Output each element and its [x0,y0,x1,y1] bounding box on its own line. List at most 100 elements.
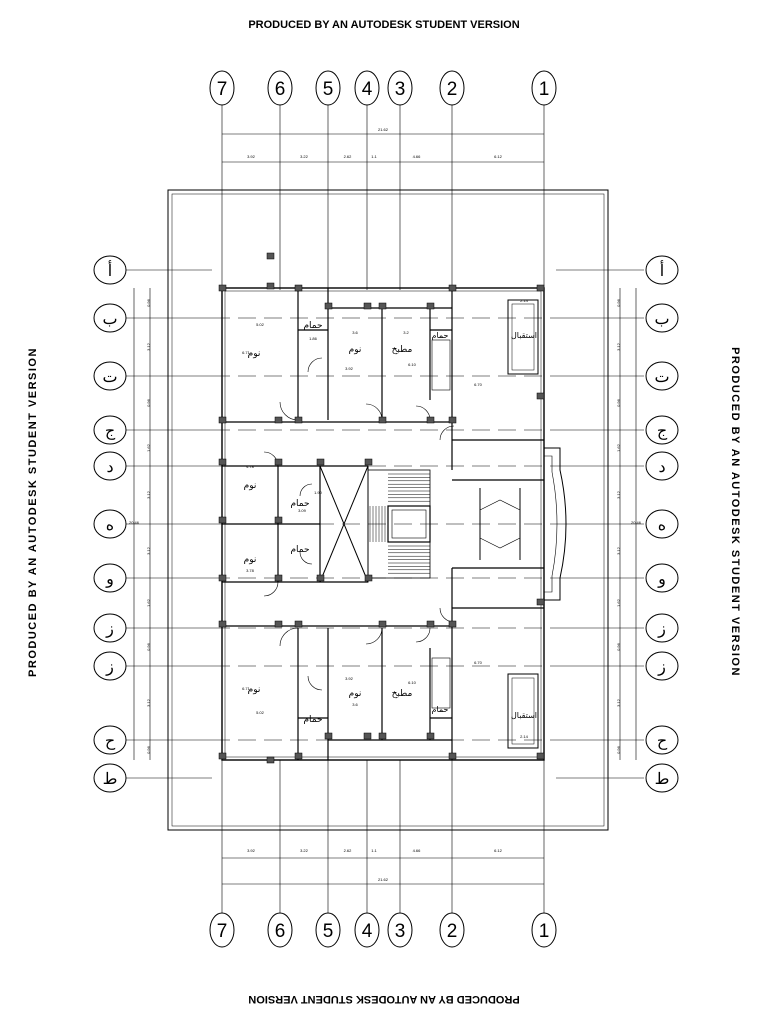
side-dimension: 0.96 [146,745,151,754]
room-label-bathroom-4: حمام [290,545,309,555]
mid-marker-left: 20.46 [129,520,140,525]
column-axis-label: 5 [323,79,334,100]
side-dimensions-left: 0.963.120.961.623.123.121.620.963.120.96 [146,298,151,754]
row-axis-bubble: ج [93,415,127,445]
side-dimension: 1.62 [616,443,621,452]
row-axis-bubble: و [645,563,679,593]
structural-column [448,620,457,628]
side-dimension: 3.12 [146,546,151,555]
row-axis-bubble: أ [645,255,679,285]
total-dimension-bottom: 21.62 [378,877,389,882]
structural-column [324,732,333,740]
segment-dimension: 2.62 [344,154,353,159]
room-label-reception-1: استقبال [511,331,537,340]
reception-niches [431,299,539,749]
row-axis-bubble: ح [93,725,127,755]
segment-dimension: 3.92 [247,848,256,853]
side-dimension: 0.96 [616,398,621,407]
structural-column [266,282,275,290]
room-label-bedroom-4: نوم [244,555,257,565]
mid-marker-right: 20.46 [631,520,642,525]
side-dimension: 3.12 [146,698,151,707]
column-axis-bubble: 5 [315,912,341,948]
side-dimension: 1.62 [616,598,621,607]
side-dimension: 0.96 [146,398,151,407]
column-axis-bubble: 2 [439,912,465,948]
room-dim-9: 6.70 [474,382,483,387]
row-axis-label: ج [657,423,668,440]
structural-column [294,752,303,760]
row-axis-bubble: ه [93,509,127,539]
structural-column [536,752,545,760]
row-axis-bubble: أ [93,255,127,285]
side-dimension: 0.96 [616,745,621,754]
structural-column [218,752,227,760]
column-axis-label: 7 [217,921,228,942]
row-axis-label: ه [658,517,666,534]
structural-column [536,392,545,400]
structural-column [448,752,457,760]
row-axis-bubble: ه [645,509,679,539]
structural-column [274,516,283,524]
column-axis-bubble: 4 [354,912,380,948]
room-label-kitchen-2: مطبخ [392,689,413,699]
side-dimension: 0.96 [146,298,151,307]
column-axis-bubble: 7 [209,912,235,948]
structural-column [218,516,227,524]
dimension-string-top [222,133,544,163]
structural-column [294,416,303,424]
structural-column [536,598,545,606]
row-axis-label: أ [108,260,112,280]
column-axis-bubble: 6 [267,70,293,106]
row-axis-bubble: ت [645,361,679,391]
room-label-bathroom-6: حمام [432,705,449,714]
structural-column [378,302,387,310]
row-axis-label: ز [105,621,114,638]
site-boundary-inner [171,193,605,827]
structural-column [324,302,333,310]
room-label-kitchen-1: مطبخ [392,345,413,355]
column-axis-label: 7 [217,79,228,100]
room-label-bathroom-5: حمام [303,715,322,725]
side-dimension: 3.12 [146,490,151,499]
row-axis-bubble: ط [93,763,127,793]
row-axis-bubble: ح [645,725,679,755]
room-dim-10: 4.78 [246,464,255,469]
row-axis-bubble: ت [93,361,127,391]
watermark-right: PRODUCED BY AN AUTODESK STUDENT VERSION [729,347,741,677]
row-axis-bubble: ب [93,303,127,333]
column-axis-bubble: 7 [209,70,235,106]
row-axis-bubble: ط [645,763,679,793]
side-dimension: 0.96 [616,642,621,651]
row-axis-label: د [106,459,113,476]
row-axis-label: ز [657,621,666,638]
column-axis-label: 3 [395,921,406,942]
row-axis-bubble: ز [93,651,127,681]
row-axis-bubble: و [93,563,127,593]
segment-dimension: 4.66 [413,154,422,159]
structural-column [274,620,283,628]
structural-column [426,416,435,424]
segment-dimension: 1.1 [371,848,377,853]
stair-treads [369,473,430,574]
column-axis-label: 2 [447,921,458,942]
side-dimension: 0.96 [616,298,621,307]
column-axis-label: 5 [323,921,334,942]
structural-column [274,574,283,582]
room-dim-8: 2.14 [520,298,529,303]
segment-dimension: 6.12 [494,848,503,853]
room-dim-18: 6.10 [408,680,417,685]
row-axis-label: ح [105,733,116,750]
row-axis-label: ب [654,311,669,328]
row-axis-label: ه [106,517,114,534]
structural-column [448,416,457,424]
watermark-bottom: PRODUCED BY AN AUTODESK STUDENT VERSION [248,993,519,1005]
room-dim-17: 3.92 [345,676,354,681]
watermark-left: PRODUCED BY AN AUTODESK STUDENT VERSION [27,347,39,677]
structural-column [274,458,283,466]
structural-column [218,574,227,582]
